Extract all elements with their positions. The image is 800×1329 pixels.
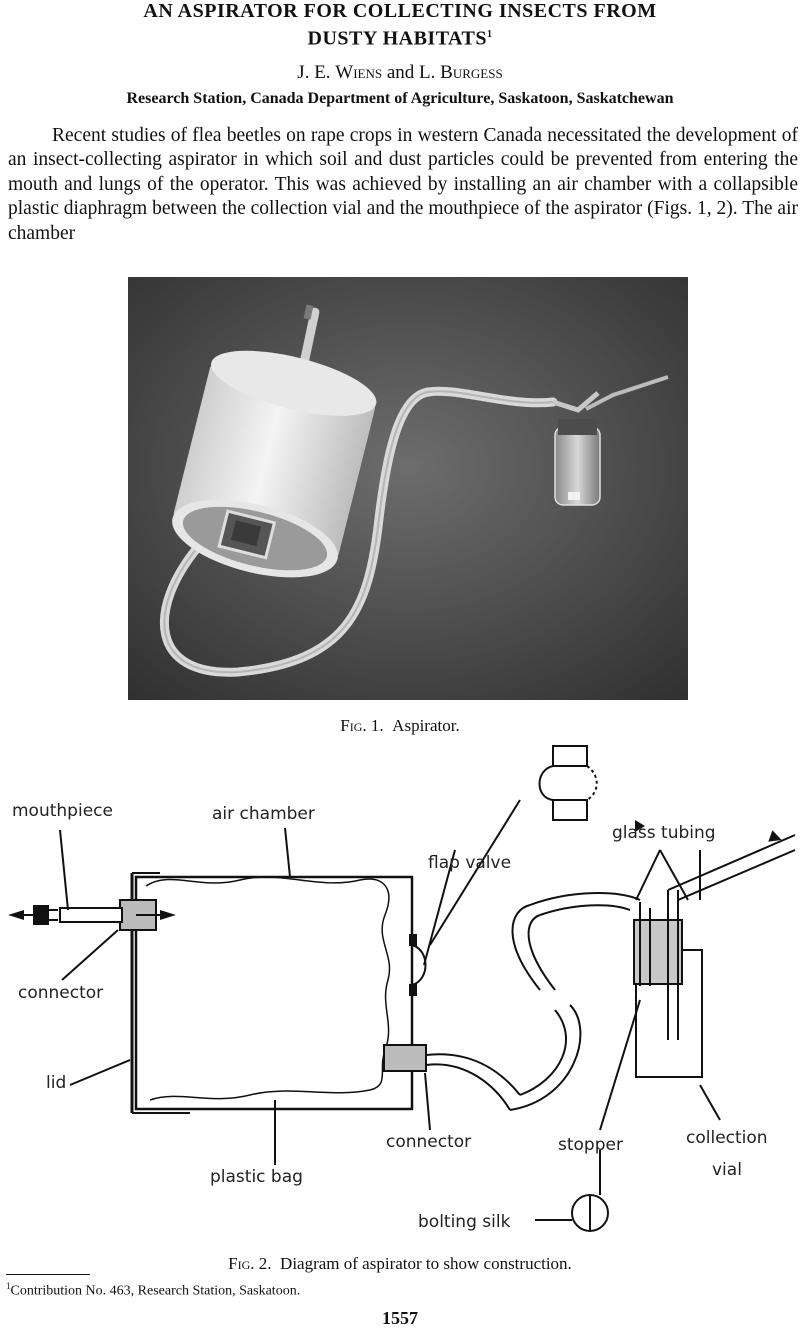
footnote-text: Contribution No. 463, Research Station, … [10, 1283, 301, 1299]
footnote-mark: 1 [6, 1281, 11, 1291]
label-glass-tubing: glass tubing [612, 823, 716, 843]
body-paragraph: Recent studies of flea beetles on rape c… [8, 125, 798, 244]
figure2-caption-text: Diagram of aspirator to show constructio… [280, 1254, 572, 1273]
article-title-line2: DUSTY HABITATS1 [0, 24, 800, 50]
affiliation: Research Station, Canada Department of A… [126, 90, 674, 107]
right-connector [383, 1044, 427, 1072]
figure1-photo [128, 277, 688, 700]
figure1-caption-label: Fig. 1. [340, 716, 384, 735]
title-footnote-mark: 1 [486, 29, 493, 40]
label-stopper: stopper [558, 1135, 623, 1155]
label-connector-left: connector [18, 983, 103, 1003]
page-number: 1557 [382, 1308, 418, 1328]
figure2-caption-label: Fig. 2. [228, 1254, 272, 1273]
figure1-caption: Fig. 1. Aspirator. [0, 716, 800, 736]
author2-surname: Burgess [440, 62, 503, 83]
air-chamber-box [134, 875, 414, 1111]
label-flap-valve: flap valve [428, 853, 511, 873]
label-mouthpiece: mouthpiece [12, 801, 113, 821]
footnote: 1Contribution No. 463, Research Station,… [6, 1281, 300, 1300]
plastic-bag-outline [145, 876, 391, 1101]
footnote-rule [6, 1274, 90, 1275]
flap-valve-shape [411, 944, 427, 986]
label-connector-right: connector [386, 1132, 471, 1152]
figure2-diagram: mouthpiece air chamber flap valve glass … [8, 745, 796, 1232]
author-and: and L. [382, 62, 441, 83]
label-bolting-silk: bolting silk [418, 1212, 511, 1232]
authors: J. E. Wiens and L. Burgess [0, 62, 800, 84]
label-plastic-bag: plastic bag [210, 1167, 303, 1187]
label-lid: lid [46, 1073, 66, 1093]
article-title-line1: AN ASPIRATOR FOR COLLECTING INSECTS FROM [143, 0, 657, 22]
label-vial: vial [712, 1160, 742, 1180]
label-air-chamber: air chamber [212, 804, 315, 824]
author1-initials: J. E. [297, 62, 336, 83]
label-collection: collection [686, 1128, 768, 1148]
figure2-caption: Fig. 2. Diagram of aspirator to show con… [0, 1254, 800, 1274]
author1-surname: Wiens [335, 62, 383, 83]
article-title-text: DUSTY HABITATS [307, 27, 487, 50]
figure1-caption-text: Aspirator. [392, 716, 460, 735]
